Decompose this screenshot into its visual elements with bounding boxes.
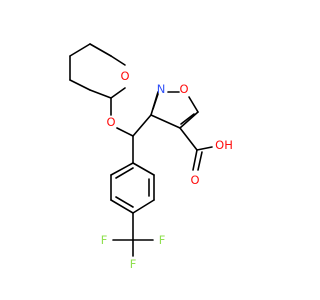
bond: [115, 167, 134, 179]
carbonyl-oxygen-label: O: [190, 173, 199, 187]
bond: [192, 149, 198, 171]
ether-oxygen-label: O: [106, 115, 115, 129]
bond: [152, 93, 159, 110]
bond: [110, 87, 126, 99]
bond: [69, 43, 91, 57]
hydroxyl-label: OH: [215, 138, 233, 152]
bond: [110, 55, 126, 66]
bond: [180, 113, 195, 125]
bond: [116, 127, 134, 137]
bond-layer: [69, 43, 213, 257]
bond: [188, 96, 199, 113]
thp-ring-oxygen-label: O: [120, 69, 129, 83]
molecule-structure-diagram: O O N O OH O F F F: [69, 43, 233, 271]
isoxazole-oxygen-label: O: [179, 82, 188, 96]
bond: [196, 146, 213, 151]
bond: [132, 162, 155, 176]
fluorine-bottom-label: F: [130, 257, 137, 271]
bond: [89, 89, 112, 99]
bond: [150, 114, 181, 129]
bond: [110, 162, 134, 176]
bond: [115, 196, 134, 208]
bond: [132, 114, 152, 137]
bond: [179, 111, 199, 129]
bond: [110, 199, 134, 214]
bond: [69, 79, 91, 91]
bond: [197, 151, 203, 171]
atom-label-layer: O O N O OH O F F F: [101, 69, 233, 271]
fluorine-right-label: F: [159, 233, 166, 247]
bond: [89, 43, 112, 57]
fluorine-left-label: F: [101, 233, 108, 247]
isoxazole-nitrogen-label: N: [157, 82, 166, 96]
bond: [132, 199, 155, 214]
bond: [179, 127, 198, 151]
